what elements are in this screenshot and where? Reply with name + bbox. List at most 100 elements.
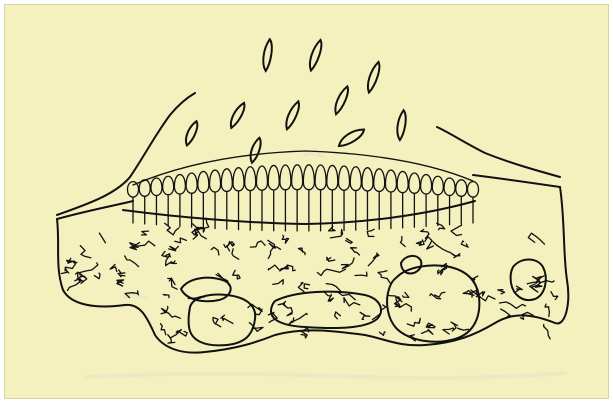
tissue-scribble xyxy=(180,331,187,336)
tissue-scribble xyxy=(407,318,420,326)
spore xyxy=(395,110,408,141)
palisade-cell xyxy=(421,175,432,194)
palisade-cell xyxy=(245,167,256,191)
palisade-cell xyxy=(174,175,185,194)
tissue-scribble xyxy=(451,322,458,331)
palisade-cell xyxy=(280,165,291,190)
tissue-scribble xyxy=(335,312,341,319)
palisade-cell xyxy=(186,173,197,193)
stroma-base-line xyxy=(123,201,475,224)
palisade-cell xyxy=(456,180,467,196)
palisade-cell xyxy=(397,171,408,192)
palisade-cell xyxy=(256,166,267,190)
palisade-cell xyxy=(362,168,373,191)
palisade-cell xyxy=(385,170,396,192)
tissue-scribble xyxy=(250,241,265,247)
tissue-scribble xyxy=(130,241,155,246)
tissue-scribble xyxy=(551,292,558,300)
tissue-scribble xyxy=(380,332,386,335)
tissue-scribble xyxy=(437,223,445,229)
tissue-scribble xyxy=(351,248,360,255)
tissue-scribble xyxy=(327,257,335,261)
spore xyxy=(332,85,351,115)
tissue-scribble xyxy=(378,271,390,283)
right-cuticle-flap xyxy=(437,127,560,177)
palisade-cell xyxy=(221,169,232,192)
spore xyxy=(306,39,324,72)
tissue-scribble xyxy=(479,296,495,301)
palisade-cell xyxy=(303,165,314,190)
tissue-scribble xyxy=(62,268,69,274)
tissue-scribble xyxy=(175,238,187,243)
tissue-scribble xyxy=(283,302,293,316)
tissue-scribble xyxy=(435,292,445,297)
tissue-scribble xyxy=(416,240,424,245)
tissue-scribble xyxy=(367,229,374,236)
tissue-scribble xyxy=(451,225,462,235)
tissue-scribble xyxy=(544,325,551,339)
tissue-scribble xyxy=(171,278,177,289)
tissue-scribble xyxy=(117,280,124,286)
palisade-cell xyxy=(339,166,350,190)
tissue-scribble xyxy=(163,295,169,298)
cavity-tiny-right xyxy=(401,256,421,273)
palisade-cell xyxy=(163,176,174,194)
spore xyxy=(227,101,247,129)
palisade-cell xyxy=(233,168,244,191)
tissue-scribble xyxy=(162,251,169,257)
spore xyxy=(248,137,264,164)
palisade-cell xyxy=(444,178,455,195)
tissue-scribble xyxy=(368,253,379,266)
tissue-scribble xyxy=(232,249,239,259)
tissue-scribble xyxy=(142,231,149,235)
tissue-scribble xyxy=(344,298,360,306)
tissue-scribble xyxy=(171,330,182,338)
tissue-scribble xyxy=(299,248,306,255)
tissue-scribble xyxy=(540,281,555,283)
palisade-cell xyxy=(210,170,221,192)
conidiophore-palisade xyxy=(128,151,479,231)
palisade-cell xyxy=(374,169,385,192)
tissue-scribble xyxy=(94,273,100,279)
palisade-cell xyxy=(292,165,303,190)
tissue-scribble xyxy=(433,242,450,253)
palisade-cell xyxy=(468,182,479,197)
tissue-scribble xyxy=(293,313,307,321)
cavity-small-left xyxy=(181,278,231,302)
tissue-scribble xyxy=(400,237,405,247)
tissue-scribble xyxy=(221,315,233,323)
tissue-scribble xyxy=(328,296,333,301)
spore xyxy=(336,126,366,149)
tissue-scribble xyxy=(317,269,345,275)
palisade-cell xyxy=(432,176,443,194)
tissue-scribble xyxy=(301,328,308,338)
tissue-scribble xyxy=(168,278,171,281)
acervulus-drawing xyxy=(5,5,609,399)
tissue-scribble xyxy=(355,272,367,276)
tissue-scribble xyxy=(451,253,460,258)
tissue-scribble xyxy=(545,304,549,317)
tissue-scribble xyxy=(422,330,433,335)
tissue-scribble xyxy=(99,233,105,243)
tissue-scribble xyxy=(213,318,221,327)
palisade-cell xyxy=(350,167,361,191)
palisade-cell xyxy=(268,165,279,190)
spore xyxy=(364,61,382,94)
tissue-scribble xyxy=(498,290,505,294)
tissue-scribble xyxy=(514,286,522,293)
tissue-scribble xyxy=(395,304,412,312)
tissue-scribble xyxy=(360,312,370,319)
palisade-cell xyxy=(198,171,209,192)
spores-group xyxy=(183,39,408,164)
tissue-scribble xyxy=(165,223,179,235)
tissue-scribble xyxy=(342,258,355,269)
tissue-scribble xyxy=(500,302,526,308)
tissue-scribble xyxy=(110,264,117,271)
illustration-frame xyxy=(4,4,609,399)
tissue-scribble xyxy=(282,235,288,243)
tissue-scribble xyxy=(461,241,468,247)
cavity-far-right xyxy=(511,260,546,301)
tissue-scribble xyxy=(80,246,91,258)
tissue-scribble xyxy=(403,292,409,297)
tissue-scribble xyxy=(528,233,544,244)
